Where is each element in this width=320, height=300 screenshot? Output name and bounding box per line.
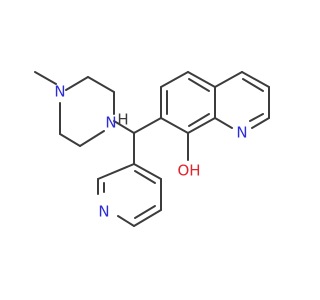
bond-pip-1 [65, 76, 89, 91]
bond-py-3-double [134, 205, 156, 219]
bond-methyl-n [34, 71, 57, 85]
bond-py-6 [97, 163, 135, 180]
bond-q-c4-c3-double [242, 78, 264, 92]
bond-q-c2-n1 [251, 117, 270, 129]
bond-q-c6-c5 [160, 71, 189, 88]
bond-pip-2 [87, 76, 115, 93]
atom-label-n-pyridine: N [98, 203, 109, 221]
atom-label-n-methylpiperazine: N [54, 83, 65, 101]
bond-py-1 [133, 163, 162, 180]
bond-q-c4a-c4 [214, 71, 243, 88]
atom-label-h-methine: H [117, 111, 128, 129]
bond-py-3 [133, 209, 162, 227]
bond-py-1-double [134, 170, 156, 184]
bond-pip-4 [79, 130, 105, 147]
atom-label-n-quinoline: N [236, 124, 247, 142]
bond-pip-5 [59, 133, 81, 147]
bond-n-methine [113, 120, 135, 134]
bond-q-c5-c4a [187, 71, 216, 88]
bond-q-c4-c3 [241, 71, 270, 88]
bond-q-c8a-c8 [187, 117, 216, 134]
molecule-structure-diagram: N N H N OH N [34, 71, 270, 227]
bond-q-c2-n1-double [249, 113, 264, 122]
bond-q-n1-c8a [214, 117, 233, 129]
bond-methine-c7 [133, 117, 162, 134]
atom-label-layer: N N H N OH N [54, 83, 247, 221]
bond-q-c8a-c8-double [188, 113, 210, 127]
atom-label-oh: OH [177, 162, 200, 180]
bond-q-c5-c4a-double [188, 78, 210, 92]
bond-py-4 [117, 215, 135, 227]
bond-q-c8-c7 [160, 117, 189, 134]
atom-label-n-benzylic: N [105, 114, 116, 132]
bond-layer [34, 71, 270, 227]
